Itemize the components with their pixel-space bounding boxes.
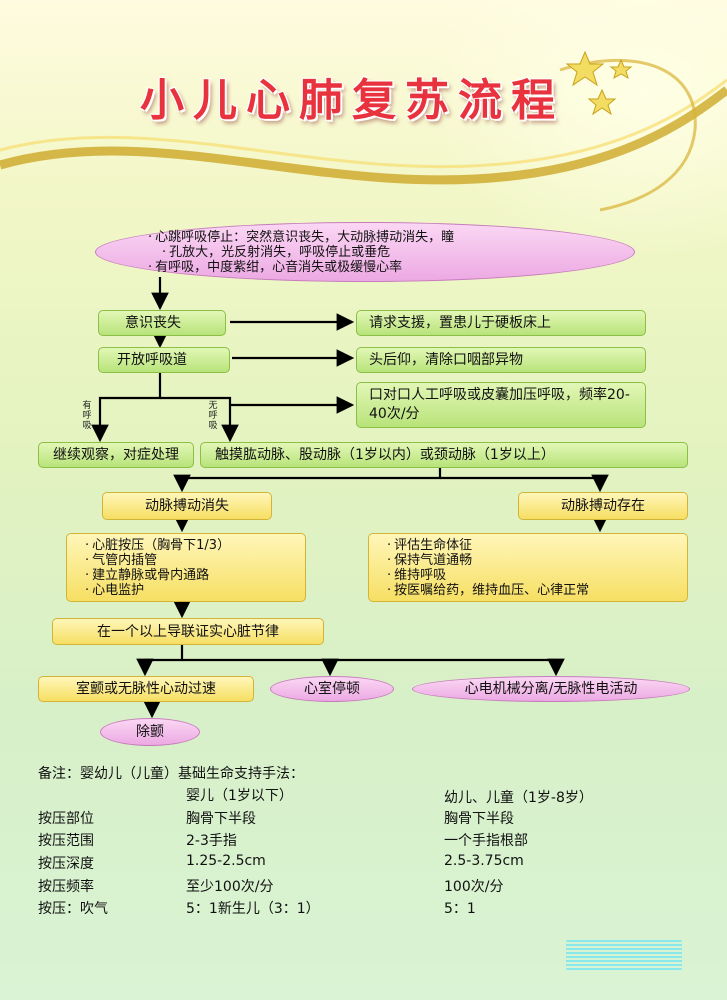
notes-row-child: 一个手指根部 <box>444 833 528 849</box>
step-airway-node: 开放呼吸道 <box>98 347 230 373</box>
notes-row-label: 按压深度 <box>38 856 94 872</box>
decorative-stripe <box>566 940 682 970</box>
step-conscious-action-node: 请求支援，置患儿于硬板床上 <box>356 310 646 336</box>
rhythm-vf-node: 室颤或无脉性心动过速 <box>38 676 254 702</box>
background-glow <box>420 0 727 260</box>
present-action-item: 保持气道通畅 <box>394 553 472 568</box>
notes-row-label: 按压范围 <box>38 833 94 849</box>
star-icon <box>565 50 633 116</box>
notes-row-child: 2.5-3.75cm <box>444 853 524 869</box>
page-title: 小儿心肺复苏流程 <box>140 75 564 126</box>
start-line-3: 有呼吸，中度紫绀，心音消失或极缓慢心率 <box>155 260 402 275</box>
defib-node: 除颤 <box>100 718 200 746</box>
absent-action-item: 气管内插管 <box>92 553 157 568</box>
notes-row-infant: 2-3手指 <box>186 833 237 849</box>
notes-heading: 备注：婴幼儿（儿童）基础生命支持手法： <box>38 766 304 782</box>
present-action-item: 维持呼吸 <box>394 568 446 583</box>
absent-actions-node: 心脏按压（胸骨下1/3） 气管内插管 建立静脉或骨内通路 心电监护 <box>66 533 306 602</box>
notes-row-infant: 至少100次/分 <box>186 879 274 895</box>
present-action-item: 按医嘱给药，维持血压、心律正常 <box>394 583 589 598</box>
step-airway-action-node: 头后仰，清除口咽部异物 <box>356 347 646 373</box>
notes-row-child: 胸骨下半段 <box>444 811 514 827</box>
absent-action-item: 心脏按压（胸骨下1/3） <box>92 538 230 553</box>
notes-row-label: 按压：吹气 <box>38 901 108 917</box>
present-action-item: 评估生命体征 <box>394 538 472 553</box>
notes-row-infant: 胸骨下半段 <box>186 811 256 827</box>
absent-action-item: 建立静脉或骨内通路 <box>92 568 209 583</box>
step-pulse-node: 触摸肱动脉、股动脉（1岁以内）或颈动脉（1岁以上） <box>200 442 688 468</box>
step-conscious-node: 意识丧失 <box>98 310 226 336</box>
notes-row-infant: 5：1新生儿（3：1） <box>186 901 320 917</box>
rhythm-pea-node: 心电机械分离/无脉性电活动 <box>412 676 690 702</box>
notes-row-label: 按压频率 <box>38 879 94 895</box>
notes-row-label: 按压部位 <box>38 811 94 827</box>
ecg-confirm-node: 在一个以上导联证实心脏节律 <box>52 618 324 645</box>
label-breathing: 有呼吸 <box>82 401 92 431</box>
rhythm-asystole-node: 心室停顿 <box>270 676 394 702</box>
absent-action-item: 心电监护 <box>92 583 144 598</box>
notes-row-child: 100次/分 <box>444 879 504 895</box>
notes-row-child: 5：1 <box>444 901 476 917</box>
present-actions-node: 评估生命体征 保持气道通畅 维持呼吸 按医嘱给药，维持血压、心律正常 <box>368 533 688 602</box>
label-no-breathing: 无呼吸 <box>208 401 218 431</box>
step-rescue-breath-node: 口对口人工呼吸或皮囊加压呼吸，频率20-40次/分 <box>356 382 646 428</box>
notes-col-child: 幼儿、儿童（1岁-8岁） <box>444 790 593 806</box>
pulse-present-node: 动脉搏动存在 <box>518 492 688 520</box>
start-condition-node: 心跳呼吸停止：突然意识丧失，大动脉搏动消失，瞳 孔放大，光反射消失，呼吸停止或垂… <box>95 222 635 282</box>
notes-col-infant: 婴儿（1岁以下） <box>186 788 293 804</box>
notes-row-infant: 1.25-2.5cm <box>186 853 266 869</box>
step-observe-node: 继续观察，对症处理 <box>38 442 194 468</box>
start-line-1: 心跳呼吸停止：突然意识丧失，大动脉搏动消失，瞳 <box>155 230 454 245</box>
start-line-2: 孔放大，光反射消失，呼吸停止或垂危 <box>158 245 390 260</box>
pulse-absent-node: 动脉搏动消失 <box>102 492 272 520</box>
